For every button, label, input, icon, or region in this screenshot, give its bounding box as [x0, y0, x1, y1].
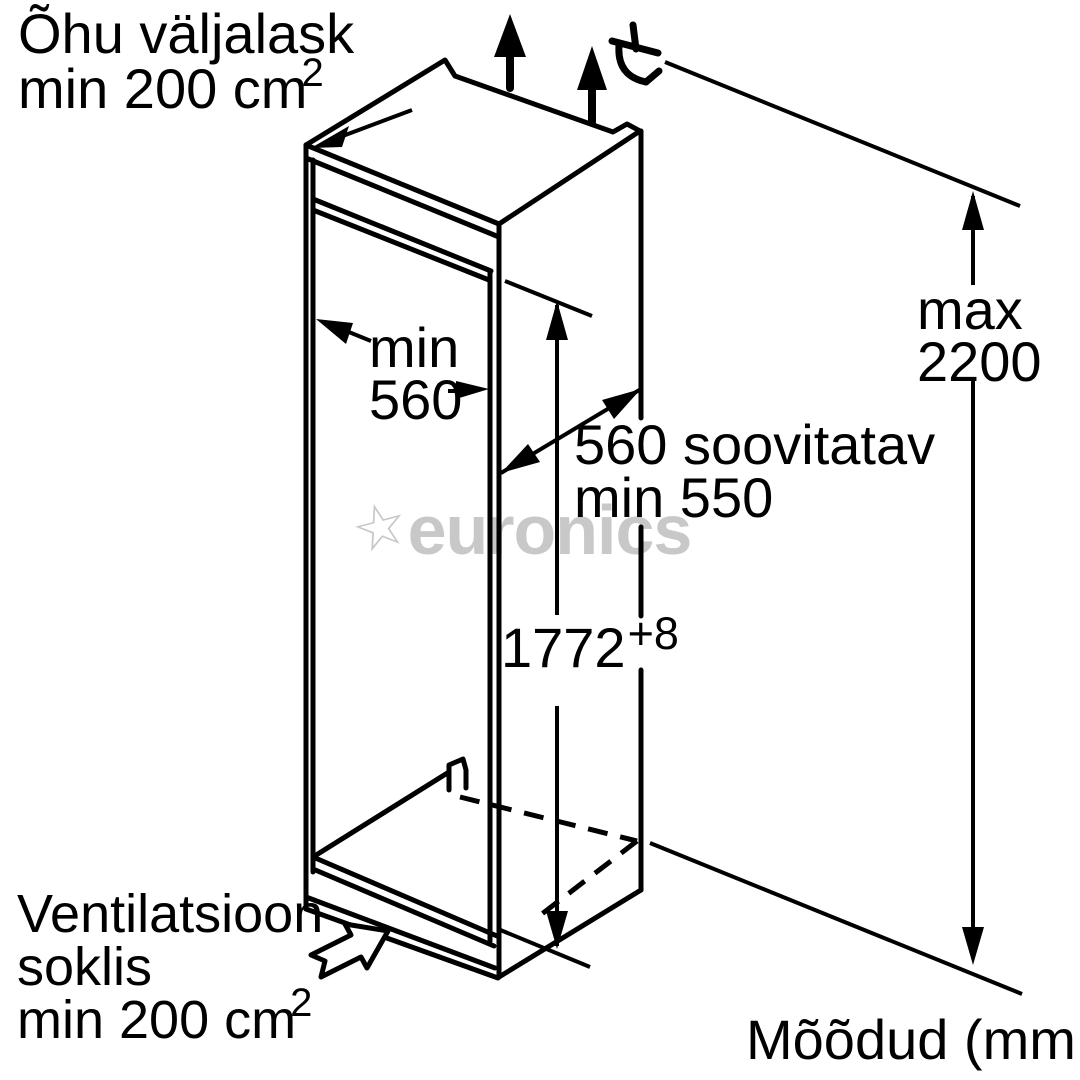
- exhaust-arrow-right-head: [577, 46, 607, 90]
- extension-line-top: [664, 60, 1021, 208]
- air-outlet-label: Õhu väljalask min 200 cm2: [18, 6, 354, 123]
- cabinet-side-bottom-edge: [496, 887, 644, 980]
- cabinet-floor-left-edge: [310, 769, 452, 860]
- height-extension-bottom: [497, 927, 591, 969]
- units-note: Mõõdud (mm: [746, 1008, 1076, 1071]
- max-2200-arrow-down: [962, 927, 984, 965]
- exhaust-arrow-left-head: [494, 14, 526, 57]
- depth-arrow-front: [501, 444, 540, 473]
- cabinet-front-top-edge-inner: [303, 155, 502, 240]
- dimension-depth: [499, 387, 643, 475]
- air-outlet-line1: Õhu väljalask: [18, 2, 355, 65]
- extension-line-bottom: [649, 841, 1023, 996]
- height-extension-top: [504, 279, 593, 318]
- width-arrow-left: [316, 319, 353, 344]
- depth-arrow-back: [602, 389, 641, 419]
- air-outlet-leader-arrowhead: [311, 126, 349, 148]
- max-height-line2: 2200: [917, 330, 1042, 393]
- niche-width-label: min 560: [369, 316, 463, 431]
- niche-height-value: 1772: [501, 616, 626, 679]
- plinth-vent-line2: soklis: [17, 937, 153, 997]
- niche-height-label: 1772+8: [501, 608, 679, 679]
- dimension-niche-height: [497, 279, 593, 969]
- watermark: ☆euronics: [344, 487, 693, 570]
- plinth-vent-line1: Ventilatsioon: [17, 884, 324, 944]
- plinth-vent-line3: min 200 cm: [17, 990, 297, 1050]
- hidden-bottom-right-edge: [532, 839, 639, 922]
- depth-line2: min 550: [574, 466, 774, 529]
- hidden-bottom-back-edge: [459, 794, 638, 844]
- air-outlet-line2: min 200 cm: [18, 57, 308, 120]
- cabinet-floor-front-edge: [310, 854, 500, 949]
- max-2200-arrow-up: [962, 191, 984, 230]
- plinth-vent-arrow-icon: [308, 921, 391, 980]
- cabinet-top-face: [303, 57, 643, 227]
- air-outlet-leader: [311, 108, 413, 148]
- dimension-max-2200: [649, 60, 1023, 996]
- hidden-edges-dashed: [459, 794, 639, 922]
- max-height-line1: max: [917, 278, 1023, 341]
- depth-line1: 560 soovitatav: [574, 413, 936, 476]
- cabinet-plinth-band: [303, 894, 501, 981]
- cabinet-outline: [303, 57, 644, 981]
- niche-width-line1: min: [369, 316, 460, 379]
- height-arrow-up: [546, 301, 568, 340]
- plinth-vent-label: Ventilatsioon soklis min 200 cm2: [17, 884, 324, 1052]
- dimension-width: [316, 319, 489, 399]
- niche-width-line2: 560: [369, 368, 463, 431]
- niche-height-tolerance: +8: [627, 608, 679, 659]
- max-height-label: max 2200: [917, 278, 1042, 393]
- depth-label: 560 soovitatav min 550: [574, 413, 936, 529]
- cabinet-floor-back-notch: [446, 756, 469, 793]
- air-outlet-superscript: 2: [301, 51, 324, 95]
- plinth-vent-superscript: 2: [290, 981, 313, 1025]
- air-exhaust-arrows: [494, 14, 663, 126]
- cabinet-top-rail-bottom: [310, 196, 494, 283]
- air-outlet-leader-line: [339, 108, 413, 139]
- width-arrow-right: [456, 381, 489, 399]
- height-arrow-down: [546, 911, 568, 949]
- airflow-symbol-icon: [608, 21, 663, 86]
- watermark-text: euronics: [407, 491, 693, 569]
